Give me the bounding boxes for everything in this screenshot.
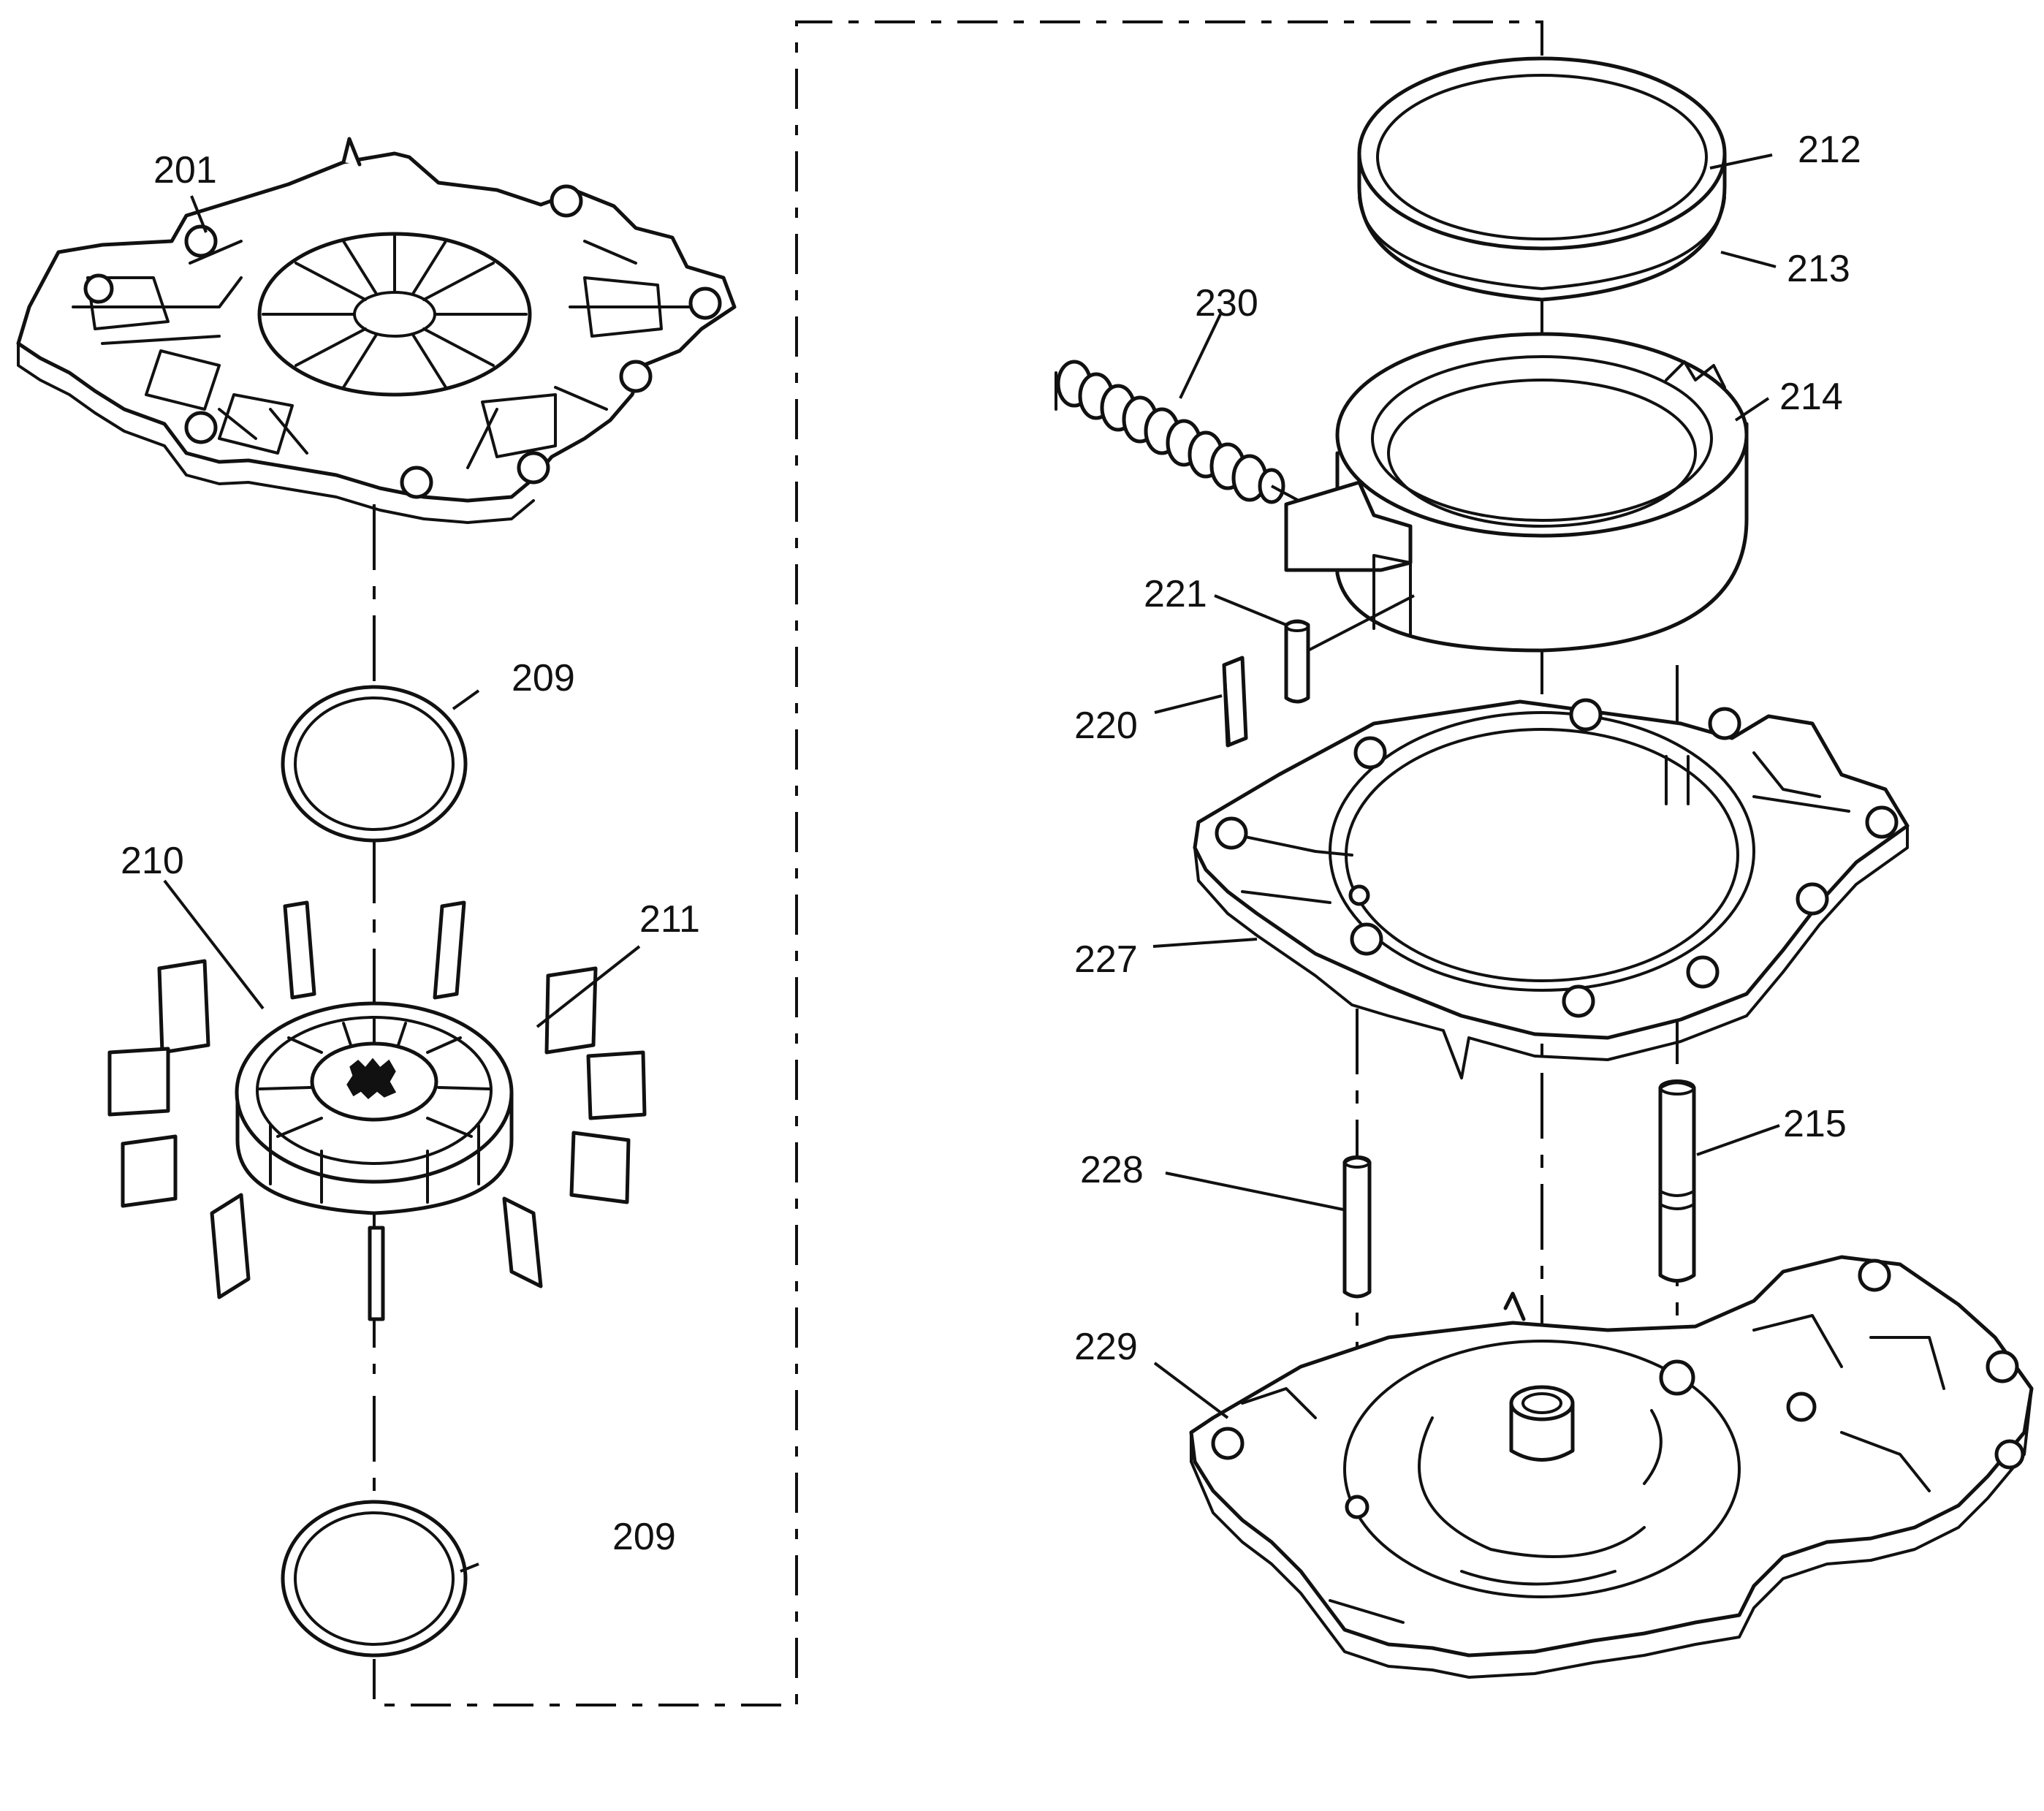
slide-214 [1284,332,1749,653]
pin-228 [1342,1155,1372,1299]
vanes-211 [107,900,647,1321]
seal-220 [1222,656,1248,748]
callout-220: 220 [1074,705,1138,747]
callout-209-lower: 209 [612,1516,676,1558]
rotor-210 [235,1001,514,1215]
callout-210: 210 [121,840,184,882]
callout-201: 201 [153,149,217,191]
pin-215 [1658,1079,1696,1283]
callout-229: 229 [1074,1326,1138,1368]
callout-212: 212 [1798,129,1861,171]
pump-body-227 [1193,698,1910,1079]
o-ring-209-upper [281,685,468,843]
pin-221 [1284,619,1310,704]
ring-212-seal-213 [1357,56,1727,302]
callout-221: 221 [1144,573,1207,615]
leader-lines [163,153,1780,1573]
callout-227: 227 [1074,938,1138,981]
callout-211: 211 [639,898,700,941]
callout-213: 213 [1787,248,1850,290]
pump-base-229 [1189,1255,2034,1679]
callout-215: 215 [1783,1103,1847,1145]
o-ring-209-lower [281,1500,468,1658]
callout-214: 214 [1779,376,1843,418]
callout-228: 228 [1080,1149,1144,1191]
callout-209-upper: 209 [512,657,575,699]
callout-230: 230 [1195,282,1258,324]
cover-plate-201 [16,137,737,524]
spring-230 [1055,360,1309,507]
callout-labels: 201 209 209 210 211 212 213 230 214 221 … [121,129,1861,1558]
